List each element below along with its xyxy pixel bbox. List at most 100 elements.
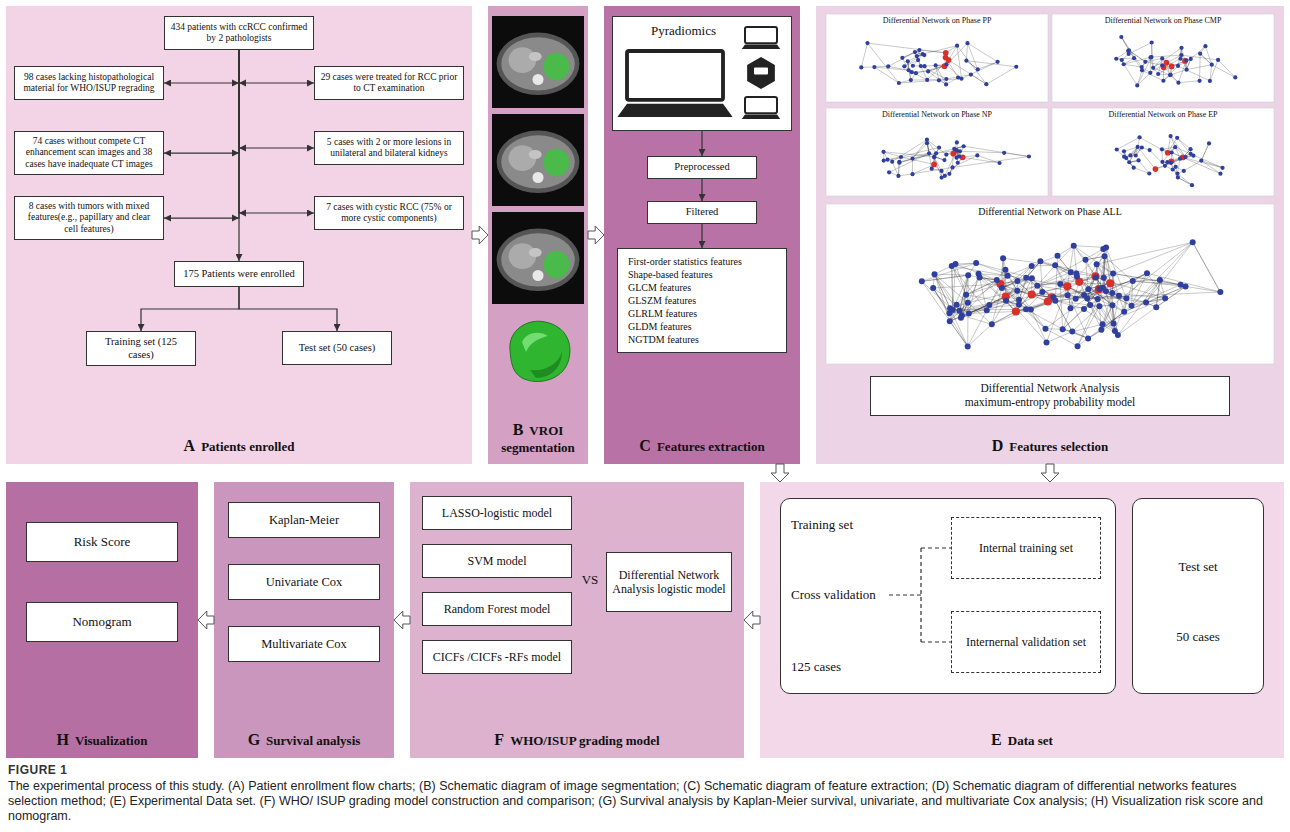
network-edge bbox=[1116, 51, 1128, 59]
network-node bbox=[1168, 73, 1172, 77]
network-node bbox=[1161, 79, 1165, 83]
network-node bbox=[1081, 306, 1087, 312]
network-node bbox=[914, 71, 918, 75]
network-node bbox=[1216, 58, 1220, 62]
network-node bbox=[1207, 141, 1211, 145]
network-edge bbox=[1124, 64, 1142, 67]
network-node bbox=[910, 156, 914, 160]
panel: CFeatures extractionPyradiomicsPreproces… bbox=[604, 6, 800, 464]
network-edge bbox=[1178, 177, 1192, 185]
network-edge bbox=[934, 264, 955, 274]
network-edge bbox=[969, 311, 1016, 313]
network-node bbox=[958, 315, 964, 321]
network-edge bbox=[1137, 57, 1151, 85]
network-node bbox=[1136, 145, 1140, 149]
network-edge bbox=[922, 275, 968, 281]
block-arrow bbox=[394, 611, 410, 629]
network-node bbox=[965, 41, 969, 45]
network-edge bbox=[992, 288, 1002, 324]
panel: APatients enrolled434 patients with ccRC… bbox=[6, 6, 472, 464]
network-node bbox=[976, 67, 980, 71]
bowel bbox=[529, 150, 542, 159]
network-node bbox=[931, 271, 937, 277]
network-node bbox=[1014, 278, 1020, 284]
network-node bbox=[1122, 62, 1126, 66]
network-node bbox=[1148, 148, 1152, 152]
panel-label: FWHO/ISUP grading model bbox=[414, 730, 740, 750]
box-text: LASSO-logistic model bbox=[442, 506, 552, 520]
network-node bbox=[1169, 161, 1173, 165]
network-edge bbox=[1124, 64, 1138, 85]
panel-fill bbox=[6, 482, 198, 758]
network-node bbox=[1127, 160, 1131, 164]
network-edge bbox=[922, 281, 968, 346]
block-arrow bbox=[744, 611, 760, 629]
network-node bbox=[1122, 155, 1126, 159]
network-node bbox=[1151, 66, 1155, 70]
network-edge bbox=[1177, 159, 1180, 174]
network-edge bbox=[980, 278, 1016, 312]
panel-fill bbox=[214, 482, 394, 758]
network-node bbox=[1109, 290, 1115, 296]
network-node bbox=[909, 78, 913, 82]
network-edge bbox=[1063, 309, 1084, 329]
network-node bbox=[1052, 298, 1058, 304]
panel-letter: B bbox=[513, 421, 524, 438]
network-edge bbox=[912, 159, 913, 175]
network-edge bbox=[1126, 273, 1147, 298]
network-node bbox=[1073, 270, 1079, 276]
network-node bbox=[1197, 79, 1201, 83]
network-node bbox=[1123, 295, 1129, 301]
network-node bbox=[1143, 60, 1147, 64]
network-node bbox=[954, 156, 958, 160]
connector bbox=[744, 611, 760, 629]
network-node bbox=[932, 155, 936, 159]
network-node bbox=[886, 64, 890, 68]
network-edge bbox=[922, 281, 953, 310]
network-node bbox=[1042, 326, 1048, 332]
output-box: Nomogram bbox=[26, 602, 178, 642]
network-node bbox=[872, 65, 876, 69]
network-node bbox=[1094, 261, 1100, 267]
box-text: GLSZM features bbox=[628, 294, 696, 307]
network-edge bbox=[1103, 293, 1113, 324]
network-edge bbox=[1026, 309, 1045, 328]
network-edge bbox=[1002, 266, 1032, 288]
connector-line bbox=[141, 287, 239, 331]
vs-label: VS bbox=[576, 572, 604, 588]
network-node bbox=[1183, 155, 1187, 159]
network-edge bbox=[1002, 288, 1031, 310]
network-node bbox=[954, 302, 960, 308]
network-node bbox=[956, 308, 962, 314]
bracket-line bbox=[889, 548, 951, 642]
network-edge bbox=[1138, 147, 1156, 169]
network-node bbox=[1183, 283, 1189, 289]
network-node bbox=[1100, 246, 1106, 252]
network-node bbox=[965, 343, 971, 349]
network-node bbox=[1179, 53, 1183, 57]
box-text: SVM model bbox=[467, 554, 526, 568]
box-text: CICFs /CICFs -RFs model bbox=[433, 650, 561, 664]
network-node bbox=[1102, 253, 1108, 259]
network-edge bbox=[947, 43, 968, 64]
network-node bbox=[1176, 81, 1180, 85]
panel-title: Patients enrolled bbox=[201, 439, 294, 454]
network-node bbox=[1148, 55, 1152, 59]
panel-label: BVROI segmentation bbox=[492, 420, 584, 456]
network-edge bbox=[1116, 58, 1134, 60]
network-node bbox=[1220, 166, 1224, 170]
network-edge bbox=[1218, 60, 1235, 78]
network-node bbox=[1184, 68, 1188, 72]
network-node bbox=[1012, 307, 1020, 315]
network-edge bbox=[1171, 70, 1187, 75]
network-node bbox=[1119, 35, 1123, 39]
network-node bbox=[1190, 239, 1196, 245]
panel-letter: D bbox=[992, 437, 1004, 454]
ct-slice bbox=[492, 212, 584, 304]
network-node bbox=[986, 302, 992, 308]
network-node bbox=[1101, 275, 1107, 281]
network-edge bbox=[1100, 256, 1105, 289]
connector bbox=[164, 50, 239, 87]
network-edge bbox=[1147, 273, 1165, 298]
network-node bbox=[1147, 171, 1151, 175]
